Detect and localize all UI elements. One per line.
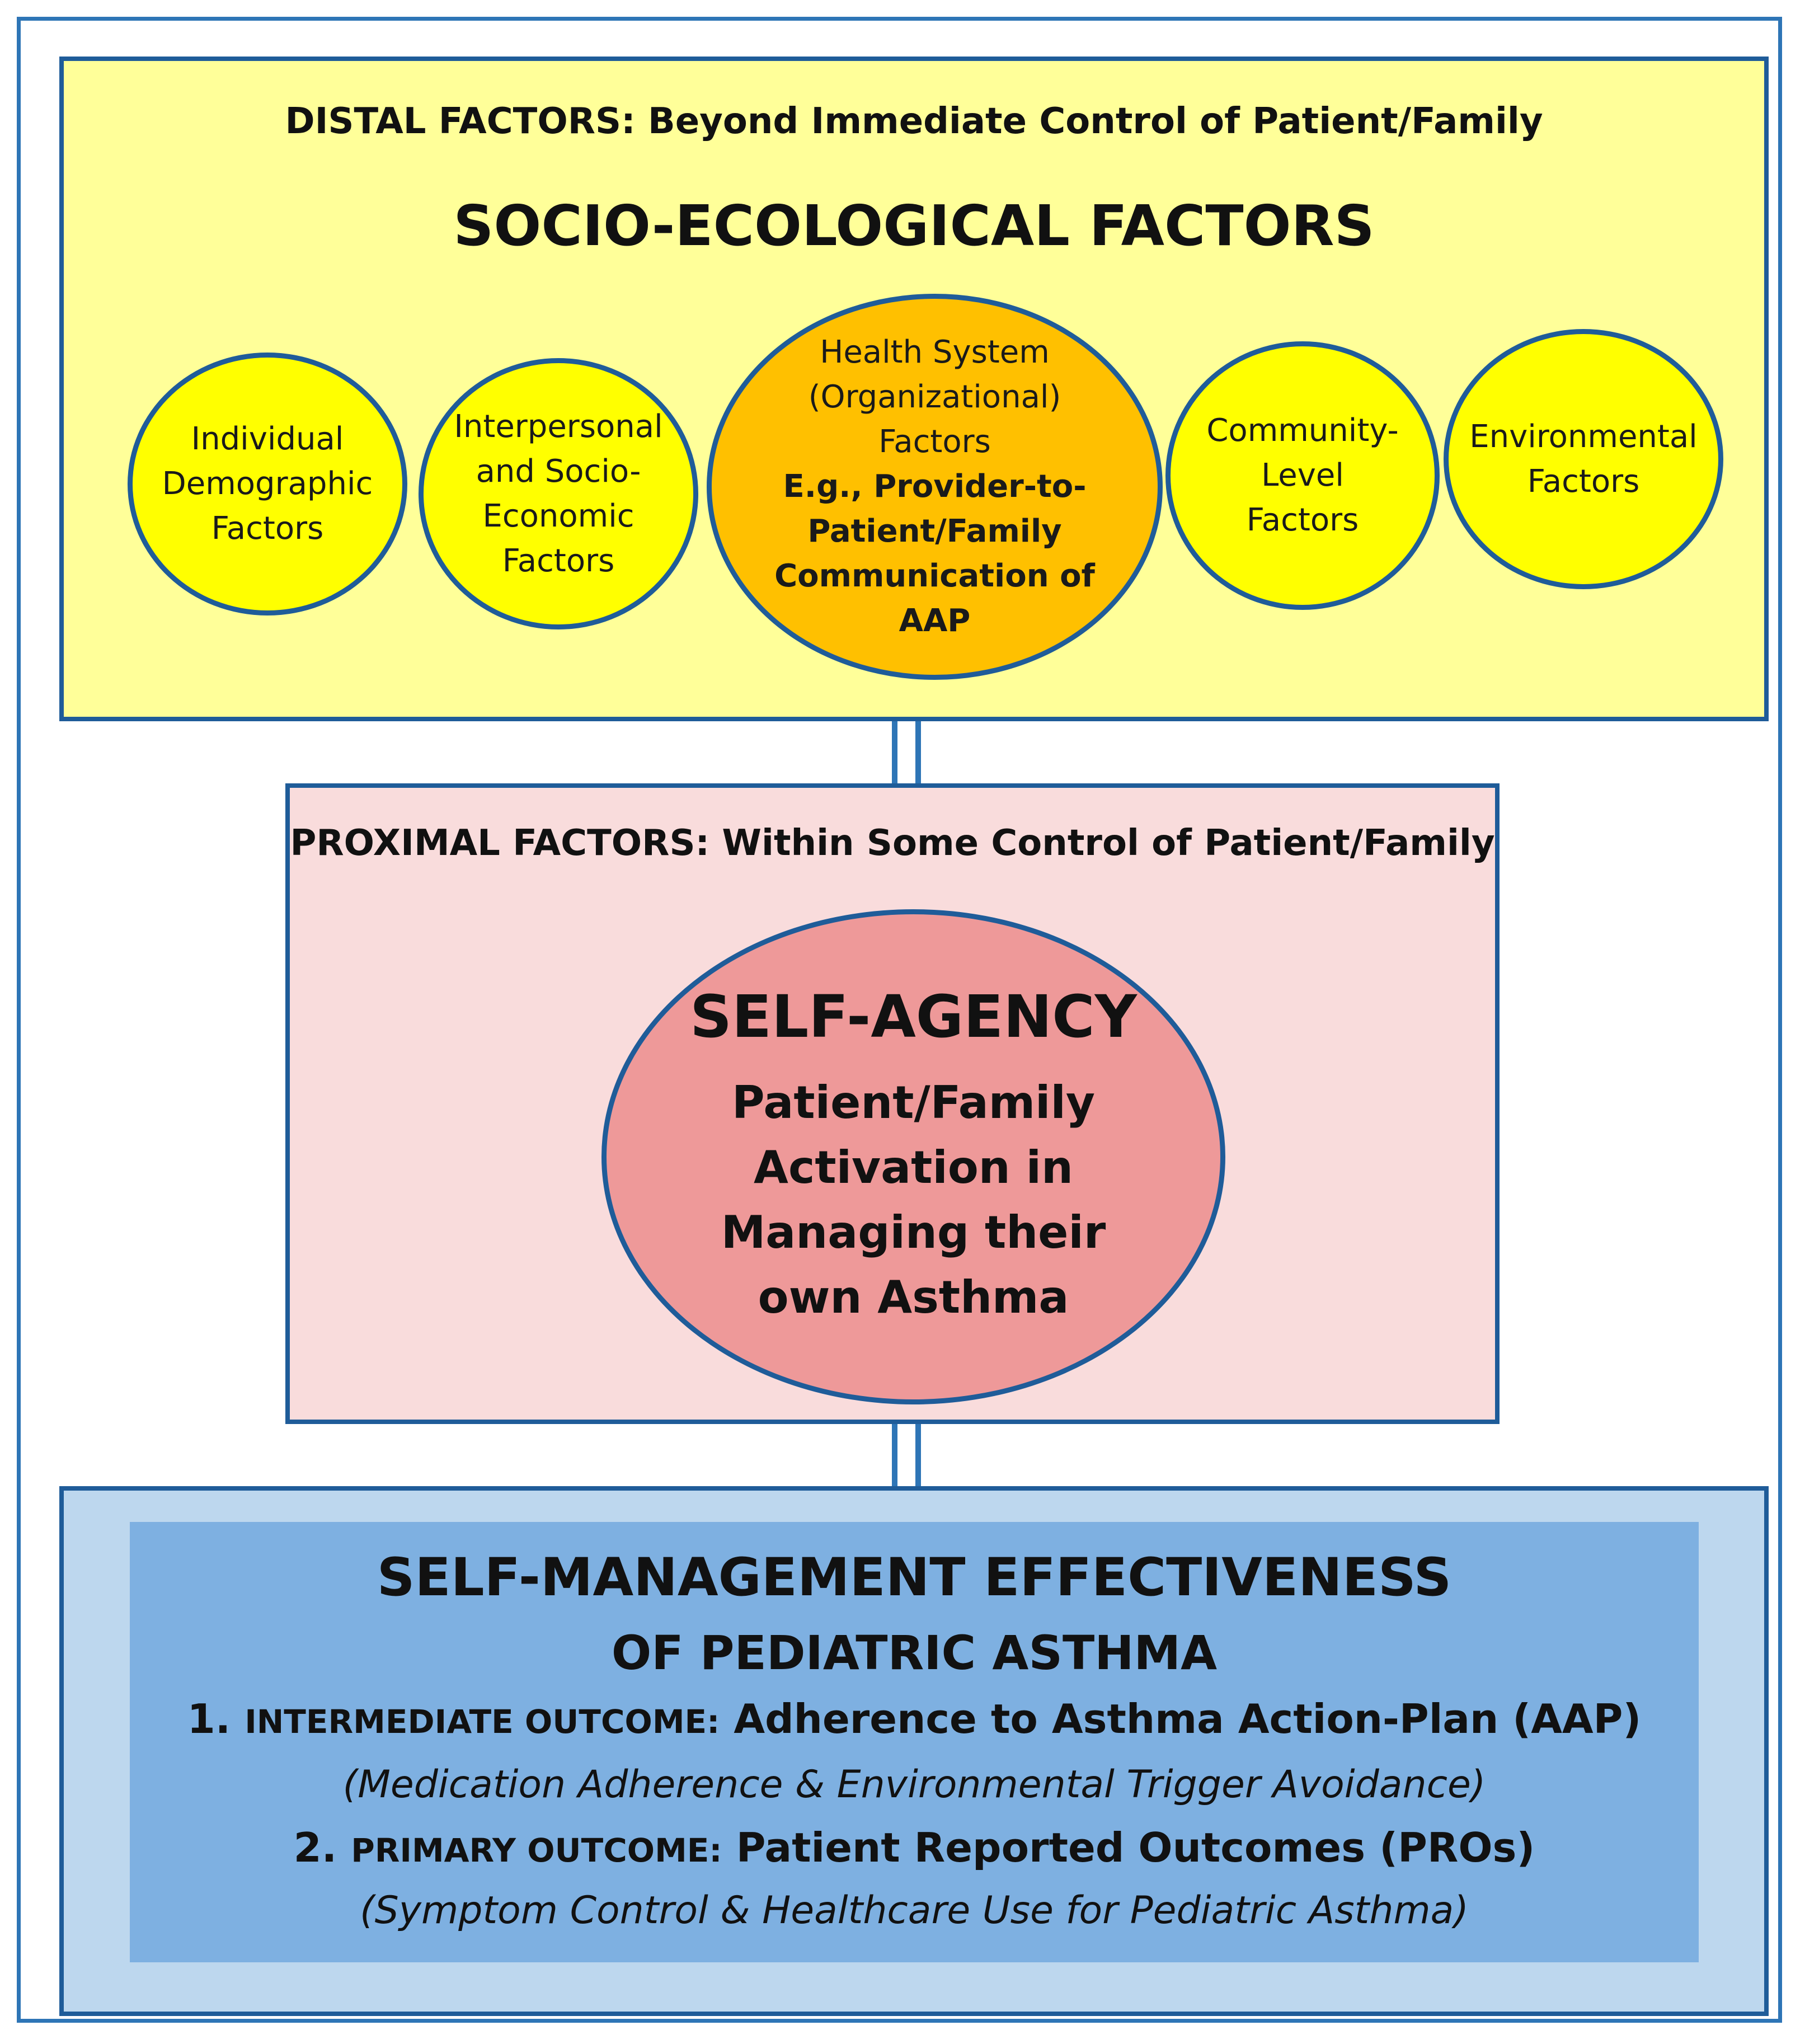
- circle-line: Factors: [1527, 463, 1640, 500]
- circle-line: (Organizational): [808, 379, 1061, 415]
- distal-header-label: DISTAL FACTORS:: [285, 101, 636, 142]
- circle-bold-line: E.g., Provider-to-: [783, 468, 1087, 505]
- circle-bold-line: Patient/Family: [807, 513, 1062, 549]
- circle-line: Level: [1261, 457, 1344, 494]
- circle-line: Environmental: [1469, 418, 1698, 455]
- circle-line: Economic: [482, 497, 634, 534]
- health-system-circle: Health System (Organizational) Factors E…: [707, 294, 1163, 680]
- individual-demographic-circle: Individual Demographic Factors: [128, 353, 407, 615]
- self-agency-circle: SELF-AGENCY Patient/Family Activation in…: [601, 909, 1225, 1404]
- circle-line: Demographic: [162, 466, 373, 502]
- circle-line: Factors: [502, 542, 615, 579]
- environmental-circle: Environmental Factors: [1444, 329, 1723, 589]
- proximal-header-label: PROXIMAL FACTORS:: [290, 823, 710, 864]
- outcome-item1-label: INTERMEDIATE OUTCOME:: [245, 1703, 720, 1741]
- proximal-header-text: Within Some Control of Patient/Family: [722, 823, 1495, 864]
- circle-line: Factors: [211, 510, 324, 547]
- connector-proximal-outcome: [892, 1424, 921, 1486]
- self-agency-line: Patient/Family: [731, 1076, 1096, 1129]
- self-agency-line: Managing their: [721, 1206, 1106, 1258]
- outcome-item1-note: (Medication Adherence & Environmental Tr…: [342, 1763, 1486, 1807]
- outcome-title-line2: OF PEDIATRIC ASTHMA: [611, 1625, 1218, 1680]
- outcome-title-line1: SELF-MANAGEMENT EFFECTIVENESS: [377, 1547, 1452, 1608]
- circle-line: Factors: [1246, 502, 1359, 538]
- socio-ecological-title: SOCIO-ECOLOGICAL FACTORS: [453, 193, 1375, 259]
- circle-line: Factors: [878, 424, 991, 460]
- community-level-circle: Community- Level Factors: [1165, 341, 1440, 610]
- outcome-item2-number: 2.: [293, 1824, 337, 1871]
- proximal-header: PROXIMAL FACTORS: Within Some Control of…: [285, 823, 1500, 864]
- outcome-inner-box: [130, 1522, 1699, 1962]
- circle-bold-line: AAP: [899, 603, 971, 639]
- outcome-item2: 2. PRIMARY OUTCOME: Patient Reported Out…: [130, 1824, 1699, 1871]
- circle-line: Community-: [1206, 412, 1399, 449]
- outcome-item1-number: 1.: [187, 1695, 231, 1742]
- self-agency-title: SELF-AGENCY: [690, 982, 1137, 1051]
- circle-line: Health System: [820, 334, 1050, 370]
- circle-line: Individual: [191, 421, 344, 457]
- outcome-item2-label: PRIMARY OUTCOME:: [351, 1831, 722, 1869]
- circle-line: Interpersonal: [454, 408, 663, 445]
- circle-bold-line: Communication of: [774, 558, 1095, 594]
- connector-distal-proximal: [892, 721, 921, 783]
- distal-header-text: Beyond Immediate Control of Patient/Fami…: [647, 101, 1543, 142]
- outcome-item2-text: Patient Reported Outcomes (PROs): [736, 1824, 1535, 1871]
- outcome-item1: 1. INTERMEDIATE OUTCOME: Adherence to As…: [130, 1695, 1699, 1742]
- distal-header: DISTAL FACTORS: Beyond Immediate Control…: [59, 101, 1769, 142]
- outcome-item2-note: (Symptom Control & Healthcare Use for Pe…: [360, 1888, 1469, 1933]
- interpersonal-socioeconomic-circle: Interpersonal and Socio- Economic Factor…: [419, 358, 698, 629]
- outer-frame: [17, 17, 1782, 2023]
- circle-line: and Socio-: [476, 453, 641, 490]
- self-agency-line: Activation in: [754, 1141, 1073, 1193]
- outcome-item1-text: Adherence to Asthma Action-Plan (AAP): [734, 1695, 1642, 1742]
- self-agency-line: own Asthma: [758, 1271, 1069, 1323]
